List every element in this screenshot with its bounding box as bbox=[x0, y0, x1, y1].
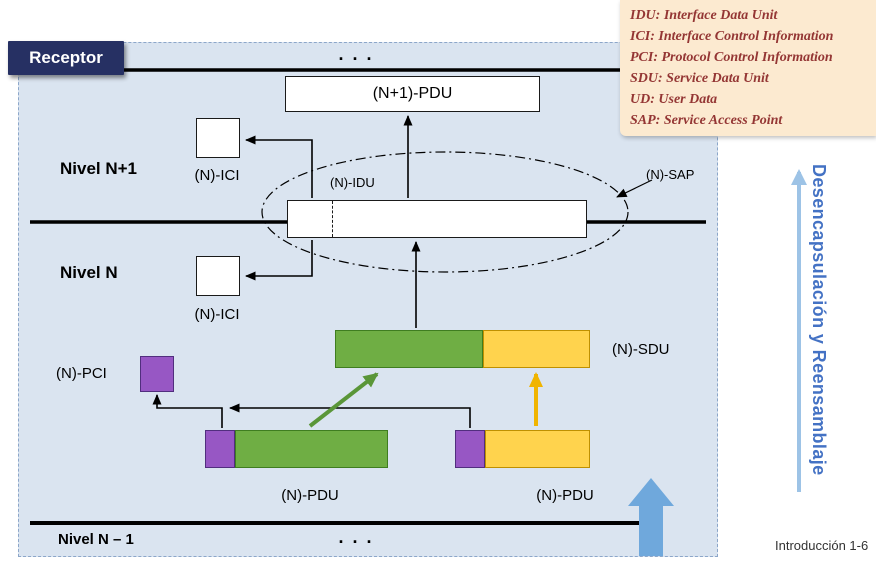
level-label-n: Nivel N bbox=[60, 263, 118, 282]
n-idu-box bbox=[287, 200, 587, 238]
n-ici-top-box bbox=[196, 118, 240, 158]
n-sdu-green-segment bbox=[335, 330, 483, 368]
decapsulation-caption: Desencapsulación y Reensamblaje bbox=[809, 164, 829, 476]
n-ici-bottom-box bbox=[196, 256, 240, 296]
n-ici-top-label: (N)-ICI bbox=[194, 167, 240, 184]
n-idu-label: (N)-IDU bbox=[330, 175, 375, 190]
n-pdu-left-label: (N)-PDU bbox=[281, 487, 339, 504]
diagram-panel bbox=[18, 42, 718, 557]
n1-pdu-box: (N+1)-PDU bbox=[285, 76, 540, 112]
n-sdu-yellow-segment bbox=[483, 330, 590, 368]
legend-line-sap: SAP: Service Access Point bbox=[630, 113, 783, 128]
legend-line-idu: IDU: Interface Data Unit bbox=[630, 8, 778, 23]
n-pci-box bbox=[140, 356, 174, 392]
legend-line-sdu: SDU: Service Data Unit bbox=[630, 71, 769, 86]
n-pdu-right-label: (N)-PDU bbox=[536, 487, 594, 504]
level-label-n-plus-1: Nivel N+1 bbox=[60, 159, 138, 178]
n1-pdu-label: (N+1)-PDU bbox=[372, 85, 453, 102]
legend-line-ici: ICI: Interface Control Information bbox=[630, 29, 834, 44]
idu-ici-divider bbox=[332, 201, 333, 237]
level-label-n-minus-1: Nivel N – 1 bbox=[58, 531, 134, 548]
n-sap-label: (N)-SAP bbox=[646, 167, 695, 182]
n-pci-label: (N)-PCI bbox=[56, 365, 107, 382]
pdu-left-pci-segment bbox=[205, 430, 235, 468]
legend-line-ud: UD: User Data bbox=[630, 92, 718, 107]
n-sdu-label: (N)-SDU bbox=[612, 341, 670, 358]
pdu-right-data-segment bbox=[485, 430, 590, 468]
ellipsis-bottom: . . . bbox=[338, 527, 374, 547]
legend-box: IDU: Interface Data Unit ICI: Interface … bbox=[620, 0, 876, 136]
pdu-right-pci-segment bbox=[455, 430, 485, 468]
pdu-left-data-segment bbox=[235, 430, 388, 468]
n-ici-bottom-label: (N)-ICI bbox=[194, 306, 240, 323]
legend-line-pci: PCI: Protocol Control Information bbox=[630, 50, 833, 65]
ellipsis-top: . . . bbox=[338, 44, 374, 64]
receptor-badge: Receptor bbox=[8, 41, 124, 75]
slide-reference: Introducción 1-6 bbox=[775, 538, 869, 553]
